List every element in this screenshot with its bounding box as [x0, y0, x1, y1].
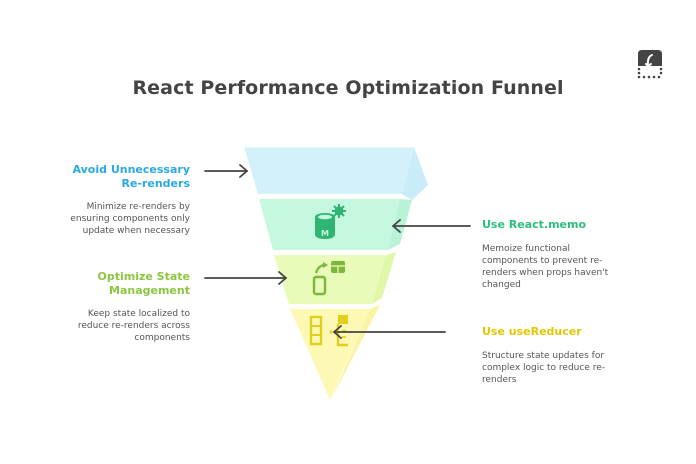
stage-3-title-line-1: Optimize State — [97, 270, 190, 283]
funnel-stage-3-side — [372, 252, 396, 304]
memo-database-gear-icon: M — [315, 204, 346, 239]
stage-4-description: Structure state updates for complex logi… — [482, 350, 662, 386]
stage-3-desc-line: reduce re-renders across — [77, 321, 190, 331]
diagram-title: React Performance Optimization Funnel — [132, 77, 564, 99]
stage-2-desc-line: components to prevent re- — [482, 256, 603, 266]
stage-4-desc-line: renders — [482, 375, 517, 385]
state-sync-device-table-icon — [312, 261, 345, 296]
stage-4-desc-line: complex logic to reduce re- — [482, 363, 606, 373]
arrow-stage-2 — [392, 219, 471, 233]
funnel-stage-3 — [273, 251, 396, 304]
stage-2-title: Use React.memo — [482, 218, 662, 232]
stage-1-description: Minimize re-renders by ensuring componen… — [20, 201, 190, 237]
funnel-stage-3-front — [274, 255, 386, 304]
stage-2-description: Memoize functional components to prevent… — [482, 243, 662, 291]
stage-3-desc-line: components — [134, 333, 190, 343]
funnel-stage-1 — [244, 146, 428, 200]
funnel-stage-4 — [289, 305, 380, 400]
funnel-stage-1-front — [244, 147, 414, 194]
stage-1-title-line-2: Re-renders — [121, 177, 190, 190]
funnel-stage-2-side — [388, 199, 412, 250]
arrow-stage-4 — [333, 325, 446, 339]
stage-3-desc-line: Keep state localized to — [87, 309, 190, 319]
stage-4-title-line-1: Use useReducer — [482, 325, 582, 338]
stage-2-desc-line: Memoize functional — [482, 244, 570, 254]
stage-1-title: Avoid Unnecessary Re-renders — [20, 163, 190, 191]
stage-2-desc-line: renders when props haven't — [482, 268, 609, 278]
funnel-stage-4-front — [290, 309, 370, 400]
arrow-stage-1 — [204, 164, 248, 178]
stage-1-title-line-1: Avoid Unnecessary — [72, 163, 190, 176]
stage-4-desc-line: Structure state updates for — [482, 351, 605, 361]
funnel-stage-1-side — [402, 147, 428, 200]
funnel-stage-4-side — [332, 305, 380, 398]
stage-2-title-line-1: Use React.memo — [482, 218, 587, 231]
export-icon[interactable] — [636, 48, 664, 80]
stage-4-title: Use useReducer — [482, 325, 662, 339]
stage-1-desc-line: update when necessary — [82, 226, 190, 236]
stage-1-desc-line: Minimize re-renders by — [86, 202, 190, 212]
svg-text:M: M — [321, 229, 329, 238]
stage-3-description: Keep state localized to reduce re-render… — [20, 308, 190, 344]
arrow-stage-3 — [204, 271, 287, 285]
stage-2-desc-line: changed — [482, 280, 521, 290]
stage-3-title: Optimize State Management — [20, 270, 190, 298]
reducer-columns-icon — [309, 315, 348, 347]
stage-3-title-line-2: Management — [109, 284, 190, 297]
stage-1-desc-line: ensuring components only — [70, 214, 190, 224]
